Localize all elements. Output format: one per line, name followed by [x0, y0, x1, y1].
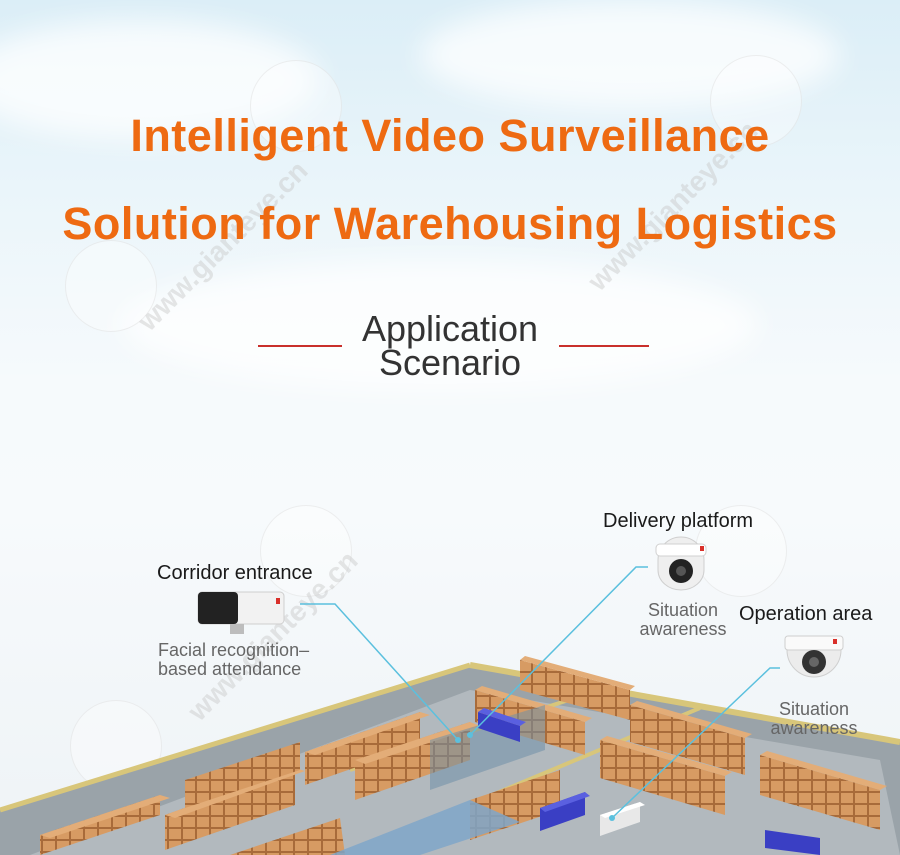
desc-line: awareness — [639, 619, 727, 639]
shelf-rack — [520, 656, 635, 690]
subtitle-rule-left — [258, 345, 342, 347]
callout-corridor-desc: Facial recognition– based attendance — [158, 641, 309, 679]
callout-delivery-label: Delivery platform — [603, 510, 754, 532]
shelf-rack — [305, 712, 420, 785]
watermark-badge — [695, 505, 787, 597]
truck — [540, 792, 590, 831]
desc-line: based attendance — [158, 659, 302, 679]
roof-beam — [0, 662, 471, 813]
desc-line: awareness — [770, 718, 858, 738]
section-subtitle: Application Scenario — [0, 308, 900, 383]
callout-operation-label: Operation area — [739, 603, 873, 625]
desc-line: Situation — [647, 600, 719, 620]
glass-panel — [330, 800, 520, 855]
shelf-rack — [165, 768, 305, 818]
truck — [600, 802, 645, 836]
shelf-rack — [760, 755, 880, 830]
leader-end-dot — [467, 732, 473, 738]
page-title-line1: Intelligent Video Surveillance — [130, 110, 770, 161]
leader-end-dot — [609, 815, 615, 821]
callout-corridor-label: Corridor entrance — [157, 562, 313, 584]
watermark-badge — [250, 60, 342, 152]
shelf-rack — [165, 768, 295, 850]
callout-delivery-desc: Situation awareness — [632, 601, 734, 639]
leader-end-dot — [455, 737, 461, 743]
page-title-line2: Solution for Warehousing Logistics — [62, 198, 838, 249]
desc-line: Situation — [778, 699, 850, 719]
shelf-rack — [630, 705, 745, 775]
shelf-rack — [475, 686, 592, 722]
shelf-rack — [355, 722, 480, 764]
subtitle-rule-right — [559, 345, 649, 347]
shelf-rack — [600, 740, 725, 815]
leader-line-corridor — [300, 603, 459, 741]
truck — [478, 708, 526, 742]
callout-operation-desc: Situation awareness — [760, 700, 868, 738]
cloud — [120, 260, 760, 390]
desc-line: Facial recognition– — [158, 640, 310, 660]
subtitle-line2: Scenario — [378, 342, 522, 383]
watermark-badge — [65, 240, 157, 332]
subtitle-line1: Application — [361, 308, 539, 349]
leader-line-operation — [611, 667, 780, 819]
shelf-rack — [760, 751, 887, 790]
shelf-rack-group-center — [470, 656, 887, 840]
truck — [765, 830, 820, 855]
watermark-badge — [260, 505, 352, 597]
shelf-rack — [305, 712, 430, 755]
leader-line-delivery — [469, 566, 648, 736]
shelf-rack — [40, 795, 170, 838]
bullet-camera-icon — [197, 591, 285, 634]
watermark-badge — [710, 55, 802, 147]
shelf-rack — [600, 736, 732, 776]
shelf-rack — [630, 701, 752, 738]
dome-camera-icon — [784, 635, 844, 678]
shelf-rack — [230, 818, 345, 855]
shelf-rack — [520, 660, 630, 720]
turret-camera-icon — [655, 536, 707, 591]
shelf-rack — [185, 742, 300, 808]
